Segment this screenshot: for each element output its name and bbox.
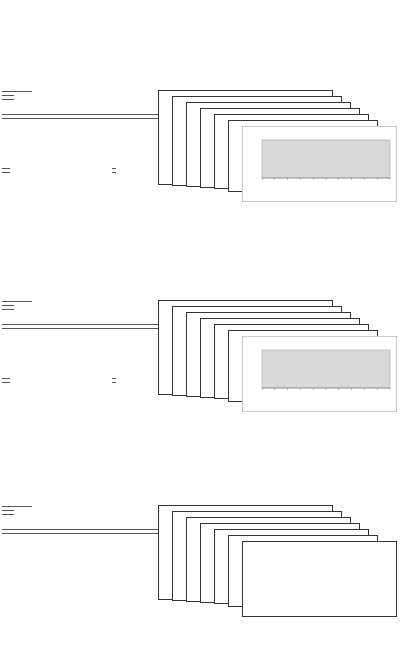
normal-probability-plot (242, 336, 397, 412)
coefficients-table-cell (90, 135, 108, 138)
regression-block-3 (0, 505, 400, 665)
regression-statistics-title (2, 301, 32, 302)
plot-area (261, 349, 391, 389)
plot-stack (158, 300, 400, 415)
regression-statistics (2, 91, 160, 92)
coefficients-table (2, 529, 160, 550)
summary-output (2, 300, 160, 348)
anova-table (2, 510, 14, 526)
normal-probability-plot (242, 126, 397, 202)
coefficients-table-cell (20, 135, 38, 138)
regression-statistics (2, 506, 160, 507)
table-row (2, 107, 14, 110)
plot-stack (158, 505, 400, 620)
residual-table-cell (8, 194, 10, 197)
table-row (2, 345, 160, 348)
coefficients-table-cell (2, 345, 20, 348)
coefficients-table-cell (107, 547, 125, 550)
coefficients-table-cell (107, 135, 125, 138)
summary-output (2, 505, 160, 550)
regression-statistics (2, 301, 160, 302)
regression-block-1 (0, 90, 400, 250)
regression-statistics-title (2, 506, 32, 507)
table-row (2, 317, 14, 320)
anova-table-cell (12, 522, 14, 525)
table-row (2, 522, 14, 525)
residual-table-cell (8, 404, 10, 407)
probability-table (112, 378, 116, 407)
table-row (2, 135, 160, 138)
summary-output (2, 90, 160, 138)
regression-block-2 (0, 300, 400, 460)
residual-table (2, 168, 10, 197)
coefficients-table-cell (55, 547, 73, 550)
coefficients-table-cell (125, 135, 143, 138)
coefficients-table-cell (125, 547, 143, 550)
coefficients-table-cell (37, 135, 55, 138)
coefficients-table-cell (55, 135, 73, 138)
probability-table (112, 168, 116, 197)
table-row (2, 404, 10, 407)
coefficients-table-cell (2, 135, 20, 138)
anova-table-cell (12, 317, 14, 320)
coefficients-table-cell (90, 345, 108, 348)
normal-plot-svg (242, 126, 397, 202)
table-row (2, 547, 160, 550)
table-row (112, 194, 116, 197)
coefficients-table-cell (72, 547, 90, 550)
coefficients-table-cell (20, 547, 38, 550)
plot-stack (158, 90, 400, 205)
coefficients-table-cell (55, 345, 73, 348)
coefficients-table-cell (37, 345, 55, 348)
plot-area (261, 139, 391, 179)
anova-table-cell (12, 107, 14, 110)
coefficients-table (2, 324, 160, 348)
residual-table (2, 378, 10, 407)
coefficients-table-cell (20, 345, 38, 348)
probability-table-cell (114, 194, 116, 197)
coefficients-table-cell (107, 345, 125, 348)
coefficients-table-cell (72, 345, 90, 348)
coefficients-table-cell (2, 547, 20, 550)
anova-table (2, 95, 14, 111)
coefficients-table-cell (90, 547, 108, 550)
coefficients-table (2, 114, 160, 138)
probability-table-cell (114, 404, 116, 407)
coefficients-table-cell (37, 547, 55, 550)
coefficients-table-cell (125, 345, 143, 348)
residual-plot (242, 541, 397, 617)
coefficients-table-cell (72, 135, 90, 138)
normal-plot-svg (242, 336, 397, 412)
table-row (2, 194, 10, 197)
anova-table (2, 305, 14, 321)
table-row (112, 404, 116, 407)
regression-statistics-title (2, 91, 32, 92)
